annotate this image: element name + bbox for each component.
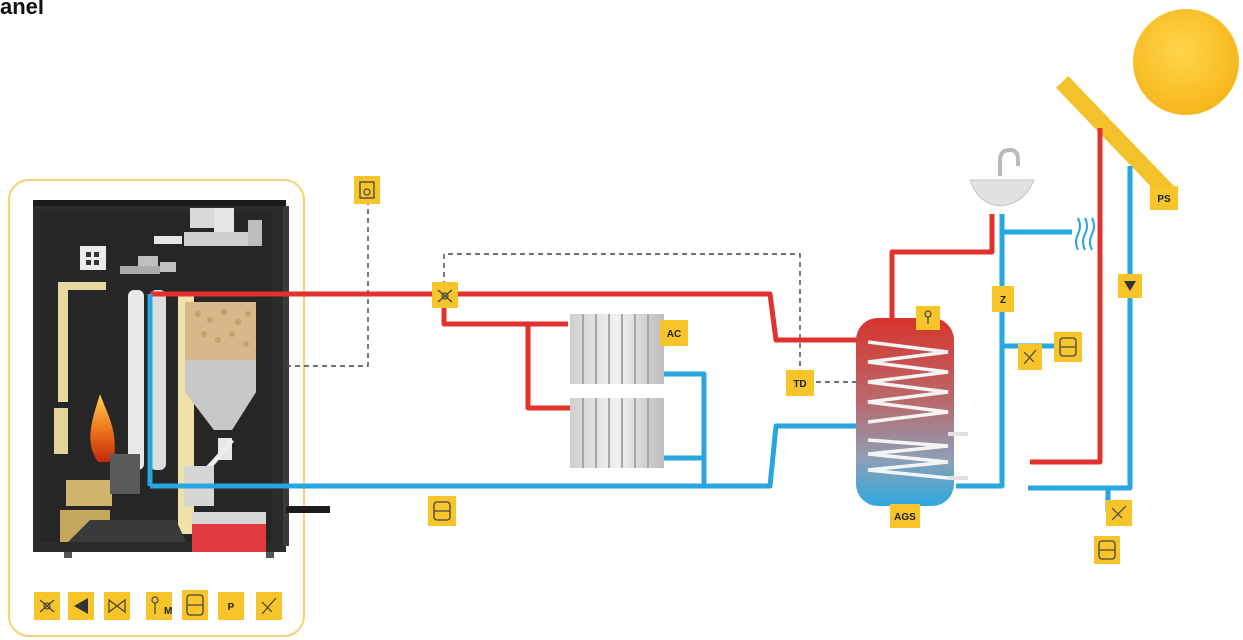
radiator-lower xyxy=(570,398,664,468)
sink-tap xyxy=(969,147,1035,207)
heat-waves-icon xyxy=(1075,217,1095,251)
boiler-frame xyxy=(8,179,305,637)
solar-pump-tag xyxy=(1118,274,1142,298)
safety-valve-icon xyxy=(256,592,282,620)
hot-water-tank xyxy=(856,318,968,506)
flame xyxy=(90,394,115,462)
expansion-vessel-tag-solar xyxy=(1094,536,1120,564)
cold-water-pipes xyxy=(147,166,1133,512)
radiator-upper xyxy=(570,314,664,384)
safety-valve-tag-solar xyxy=(1106,500,1132,526)
expansion-vessel-tag-dhw xyxy=(1054,332,1082,362)
ps-label: PS xyxy=(1157,194,1171,205)
safety-valve-tag-dhw xyxy=(1018,344,1042,370)
expansion-vessel-icon xyxy=(182,590,208,620)
pellet-boiler xyxy=(33,200,330,558)
valve-icon xyxy=(104,592,130,620)
m-label: M xyxy=(164,606,172,617)
page-heading: anel xyxy=(0,0,45,19)
td-label: TD xyxy=(793,379,806,390)
control-wiring xyxy=(286,204,856,383)
td-tag: TD xyxy=(786,370,814,396)
tank-probe-tag xyxy=(916,306,940,330)
ags-tag: AGS xyxy=(890,504,920,528)
legend-strip: M P xyxy=(34,590,282,620)
z-label: Z xyxy=(1000,295,1006,306)
p-label: P xyxy=(228,602,235,613)
pump-icon xyxy=(68,592,94,620)
expansion-vessel-tag-return xyxy=(428,496,456,526)
solar-panel xyxy=(1055,75,1179,203)
ac-label: AC xyxy=(667,329,681,340)
hot-water-pipes xyxy=(150,128,1103,465)
ags-label: AGS xyxy=(894,512,916,523)
mixer-valve-icon xyxy=(34,592,60,620)
p-icon: P xyxy=(218,592,244,620)
z-tag: Z xyxy=(992,286,1014,312)
ps-tag: PS xyxy=(1150,186,1178,210)
ac-tag: AC xyxy=(660,320,688,346)
sun xyxy=(1133,9,1239,115)
mixing-valve-tag xyxy=(432,282,458,308)
thermostat-tag xyxy=(354,176,380,204)
probe-icon: M xyxy=(146,592,172,620)
